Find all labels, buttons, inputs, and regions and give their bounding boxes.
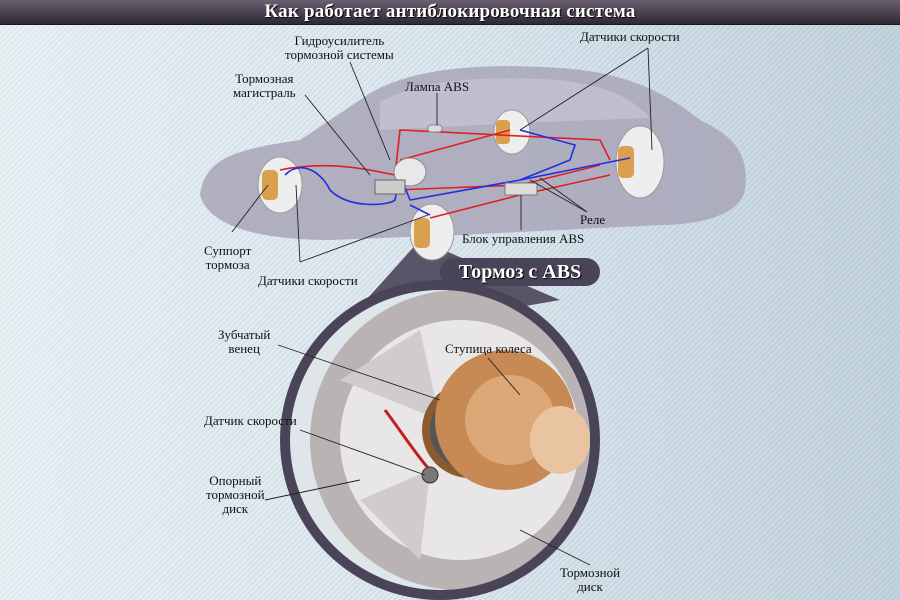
label-caliper: Суппорт тормоза — [204, 244, 251, 272]
label-line: Тормозной — [560, 565, 621, 580]
label-line: Тормозная — [235, 71, 294, 86]
label-brake-disc: Тормозной диск — [560, 566, 620, 594]
wheel-rear-right — [615, 125, 665, 199]
hydro-booster — [374, 157, 427, 195]
label-abs-lamp: Лампа ABS — [405, 79, 470, 94]
label-line: магистраль — [233, 85, 296, 100]
label-line: тормозной системы — [285, 47, 394, 62]
label-backing-plate: Опорный тормозной диск — [206, 474, 265, 516]
label-speed-sensor: Датчик скорости — [204, 413, 297, 428]
label-speed-sensors-top: Датчики скорости — [580, 29, 680, 44]
label-abs-control-unit: Блок управления ABS — [462, 231, 585, 246]
leader-lines — [231, 47, 653, 263]
label-line: Опорный — [209, 473, 262, 488]
label-line: тормозной — [206, 487, 265, 502]
label-relay: Реле — [580, 212, 606, 227]
label-line: Суппорт — [204, 243, 252, 258]
label-line: диск — [577, 579, 603, 594]
abs-lamp — [427, 124, 443, 133]
label-speed-sensors-bottom: Датчики скорости — [258, 273, 358, 288]
title-bar: Как работает антиблокировочная система — [0, 0, 900, 25]
wheel-front-left — [257, 156, 303, 214]
wheel-front-right — [409, 203, 455, 261]
page-title: Как работает антиблокировочная система — [264, 1, 636, 22]
abs-control-unit — [504, 182, 538, 196]
label-tone-ring: Зубчатый венец — [218, 328, 270, 356]
label-line: тормоза — [205, 257, 250, 272]
label-brake-line: Тормозная магистраль — [233, 72, 296, 100]
label-hydro-booster: Гидроусилитель тормозной системы — [285, 34, 394, 62]
label-wheel-hub: Ступица колеса — [445, 341, 532, 356]
label-line: венец — [228, 341, 260, 356]
brake-with-abs-badge: Тормоз с ABS — [440, 258, 600, 286]
speed-sensor — [421, 466, 439, 484]
label-line: Гидроусилитель — [294, 33, 385, 48]
label-line: Зубчатый — [218, 327, 271, 342]
label-line: диск — [222, 501, 249, 516]
